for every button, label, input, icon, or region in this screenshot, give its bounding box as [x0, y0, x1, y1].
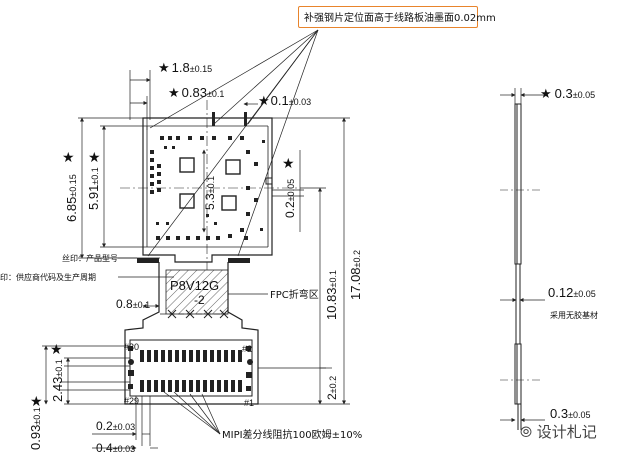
dimension-lines: [42, 70, 350, 451]
callout-leaders: [147, 29, 319, 257]
dim-6-85: 6.85±0.15: [64, 174, 79, 222]
connector-pin: [175, 380, 179, 392]
watermark-text: 设计札记: [536, 423, 597, 441]
connector-pin: [189, 380, 193, 392]
dim-2-43: 2.43±0.1: [50, 359, 65, 402]
callout-box: [298, 6, 478, 28]
side-dimension-lines: [500, 88, 545, 423]
product-code-1: P8V12G: [170, 278, 219, 293]
connector-pin: [161, 350, 165, 362]
connector-pin: [154, 350, 158, 362]
connector-pin: [189, 350, 193, 362]
dim-17-08: 17.08±0.2: [348, 250, 363, 300]
side-center-lines: [500, 189, 540, 381]
watermark: ⦾ 设计札记: [520, 421, 597, 442]
dim-0-12: 0.12±0.05: [548, 285, 596, 300]
center-lines: [120, 100, 300, 270]
dim-0-3-bot: 0.3±0.05: [550, 406, 591, 421]
dim-5-91: 5.91±0.1: [86, 167, 101, 210]
dim-0-4: 0.4±0.03: [96, 441, 135, 455]
dim-0-93: 0.93±0.1: [28, 407, 43, 450]
connector-pin: [217, 380, 221, 392]
dim-0-2-bot: 0.2±0.03: [96, 419, 135, 433]
connector-pin: [196, 350, 200, 362]
dim-0-8: 0.8±0.1: [116, 297, 150, 311]
connector-pin: [224, 380, 228, 392]
silk-print-label: 丝印：产品型号: [62, 253, 118, 263]
connector-misc: [128, 346, 253, 391]
connector-pin: [231, 380, 235, 392]
connector-pin: [168, 350, 172, 362]
fiducial-mark: [265, 177, 273, 185]
cross-marks: [167, 309, 229, 319]
connector-outline: [129, 339, 253, 397]
dim-0-93-star: ★: [30, 393, 43, 409]
mipi-label: MIPI差分线阻抗100欧姆±10%: [222, 428, 362, 441]
side-view: [514, 103, 522, 430]
dim-0-83: ★0.83±0.1: [168, 85, 224, 100]
fpc-tail: [124, 262, 259, 405]
pin-2-label: #2: [242, 344, 252, 354]
connector-pin: [182, 380, 186, 392]
dim-5-3: 5.3±0.1: [203, 176, 217, 210]
dim-1-8: ★1.8±0.15: [158, 60, 212, 75]
dim-6-85-star: ★: [62, 149, 75, 165]
dim-0-2-top: 0.2±0.05: [283, 179, 297, 218]
callout-text: 补强钢片定位面高于线路板油墨面0.02mm: [304, 13, 496, 24]
connector-pin: [154, 380, 158, 392]
dim-0-3-top: ★0.3±0.05: [540, 86, 595, 101]
connector-pin: [210, 350, 214, 362]
connector-pin: [224, 350, 228, 362]
fpc-bend-label: FPC折弯区: [270, 288, 319, 301]
dim-2-43-star: ★: [50, 341, 63, 357]
connector-pin: [161, 380, 165, 392]
connector-pin: [182, 350, 186, 362]
connector-pin: [238, 380, 242, 392]
dim-10-83: 10.83±0.1: [324, 270, 339, 320]
connector-pin: [140, 380, 144, 392]
connector-pin: [203, 350, 207, 362]
dim-2: 2±0.2: [325, 376, 339, 400]
connector-pin: [147, 380, 151, 392]
product-code-2: -2: [194, 293, 205, 307]
dim-0-2-top-star: ★: [282, 155, 295, 171]
dim-5-91-star: ★: [88, 149, 101, 165]
pin-29-label: #29: [124, 396, 139, 406]
connector-pin: [140, 350, 144, 362]
connector-pin: [217, 350, 221, 362]
pin-30-label: #30: [124, 342, 139, 352]
connector-pin: [168, 380, 172, 392]
connector-pin: [231, 350, 235, 362]
no-adhesive-label: 采用无胶基材: [550, 310, 598, 320]
connector-pin: [175, 350, 179, 362]
stiffener-bands: [137, 258, 250, 263]
module-body: [142, 117, 273, 263]
supplier-print-label: 印：供应商代码及生产周期: [0, 272, 96, 282]
dim-0-1: ★0.1±0.03: [258, 93, 311, 108]
connector-pin: [147, 350, 151, 362]
component-pads: [150, 112, 265, 240]
fpc-bend-hatch: [165, 269, 229, 315]
connector-pin: [203, 380, 207, 392]
connector-pin: [238, 350, 242, 362]
wechat-icon: ⦾: [520, 423, 533, 441]
connector-pins: [140, 350, 242, 392]
connector-pin: [210, 380, 214, 392]
pin-1-label: #1: [244, 398, 254, 408]
connector-pin: [196, 380, 200, 392]
